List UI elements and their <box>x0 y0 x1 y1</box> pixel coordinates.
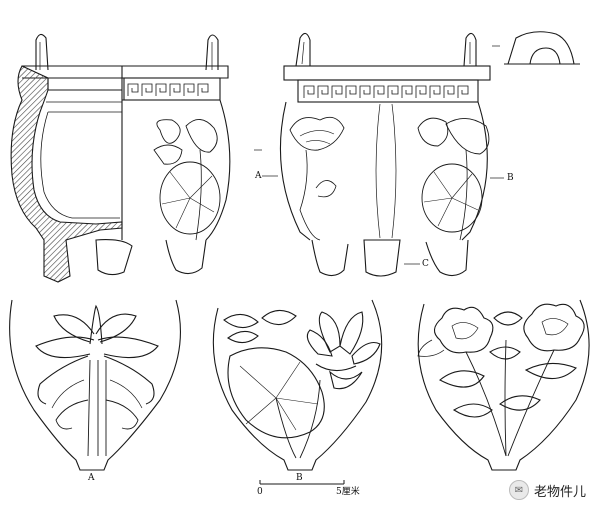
decoration-panel-a <box>9 299 181 471</box>
label-b-side: B <box>507 173 514 183</box>
decoration-panel-b <box>212 299 383 471</box>
scale-start-label: 0 <box>257 487 263 497</box>
label-c-bottom: C <box>422 259 429 269</box>
watermark-text: 老物件儿 <box>533 484 586 500</box>
label-panel-a: A <box>88 473 95 483</box>
decoration-panel-c <box>417 299 590 471</box>
label-a-side: A <box>255 171 262 181</box>
censer-elevation-view <box>254 32 504 277</box>
scale-bar <box>259 480 345 485</box>
censer-section-view <box>10 33 231 283</box>
watermark: ✉ 老物件儿 <box>508 480 586 500</box>
label-panel-b: B <box>296 473 303 483</box>
scale-end-label: 5厘米 <box>336 487 360 497</box>
wechat-icon: ✉ <box>508 480 529 500</box>
handle-cross-section <box>504 31 580 65</box>
